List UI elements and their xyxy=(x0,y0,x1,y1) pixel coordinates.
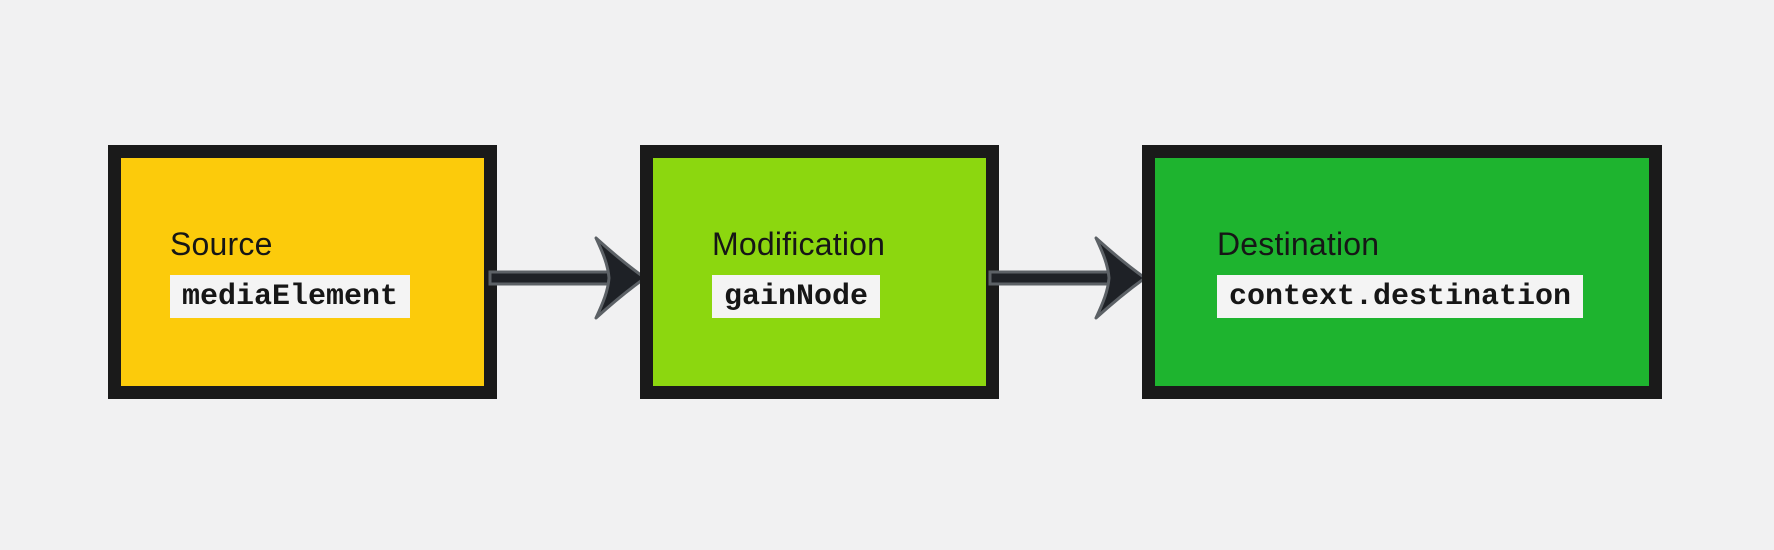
node-modification-label: Modification xyxy=(712,225,886,262)
arrow-head xyxy=(594,236,647,320)
node-source: Source mediaElement xyxy=(108,145,497,399)
node-modification-code-chip: gainNode xyxy=(712,275,881,319)
arrow-shaft xyxy=(488,270,612,286)
arrow-head xyxy=(1094,236,1147,320)
node-destination-code-chip: context.destination xyxy=(1217,275,1584,319)
node-modification: Modification gainNode xyxy=(640,145,999,399)
flow-arrow-modification-to-destination-icon xyxy=(988,236,1147,320)
flow-arrow-source-to-modification-icon xyxy=(488,236,647,320)
node-destination-label: Destination xyxy=(1217,225,1380,262)
node-source-label: Source xyxy=(170,225,273,262)
node-source-code-chip: mediaElement xyxy=(170,275,411,319)
arrow-shaft xyxy=(988,270,1112,286)
node-destination: Destination context.destination xyxy=(1142,145,1662,399)
